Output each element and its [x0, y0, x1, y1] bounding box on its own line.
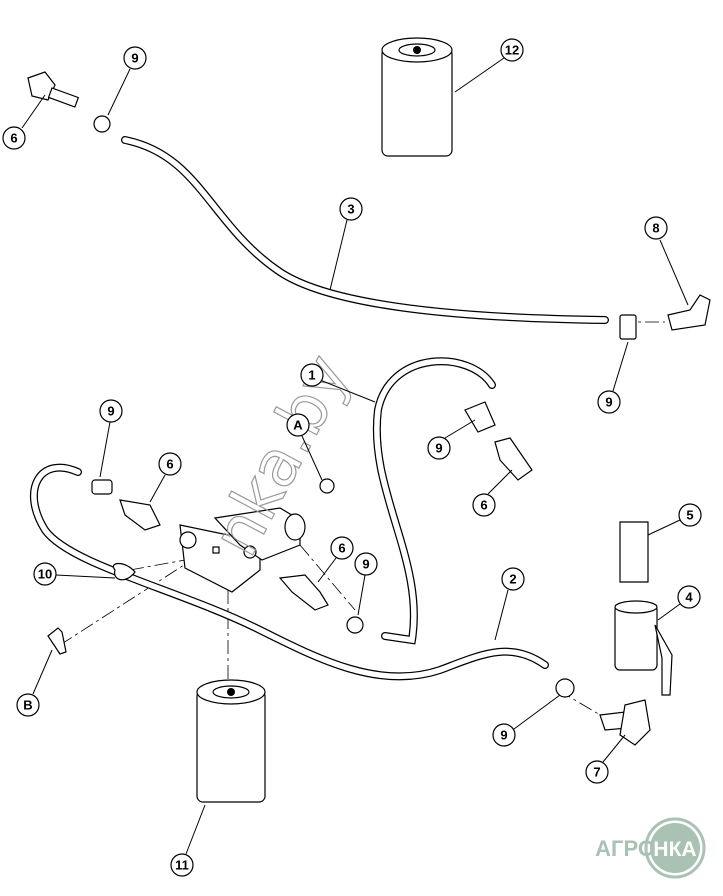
- callout-5: 5: [678, 503, 702, 527]
- watermark: nka.by: [199, 343, 365, 567]
- callout-9: 9: [427, 436, 451, 460]
- fuel-filter-11: [196, 679, 266, 803]
- callout-9: 9: [99, 399, 123, 423]
- callout-6: 6: [330, 536, 354, 560]
- svg-text:7: 7: [593, 765, 600, 780]
- svg-text:4: 4: [685, 590, 693, 605]
- svg-text:9: 9: [362, 557, 369, 572]
- callout-3: 3: [339, 197, 363, 221]
- svg-text:6: 6: [338, 541, 345, 556]
- callout-9: 9: [597, 390, 621, 414]
- callout-A: A: [286, 413, 310, 437]
- svg-text:8: 8: [652, 221, 659, 236]
- svg-text:9: 9: [435, 441, 442, 456]
- callout-8: 8: [644, 216, 668, 240]
- callout-9: 9: [123, 46, 147, 70]
- callout-B: B: [16, 693, 40, 717]
- svg-text:9: 9: [107, 404, 114, 419]
- svg-text:9: 9: [605, 395, 612, 410]
- callout-1: 1: [300, 363, 324, 387]
- svg-text:6: 6: [10, 131, 17, 146]
- svg-text:НКА: НКА: [653, 838, 696, 861]
- svg-text:12: 12: [505, 43, 519, 58]
- callout-6: 6: [472, 493, 496, 517]
- callout-11: 11: [170, 853, 194, 877]
- callout-9: 9: [492, 723, 516, 747]
- svg-text:A: A: [293, 418, 303, 433]
- callout-4: 4: [677, 585, 701, 609]
- svg-text:1: 1: [308, 368, 315, 383]
- agronka-logo: АГРО НКА: [595, 817, 706, 879]
- filter-head: [179, 507, 306, 593]
- callout-6: 6: [158, 452, 182, 476]
- svg-text:АГРО: АГРО: [595, 836, 655, 861]
- callout-10: 10: [33, 562, 57, 586]
- svg-text:11: 11: [175, 858, 189, 873]
- svg-text:6: 6: [480, 498, 487, 513]
- svg-text:2: 2: [509, 572, 516, 587]
- callout-9: 9: [354, 552, 378, 576]
- callout-7: 7: [585, 760, 609, 784]
- svg-text:9: 9: [131, 51, 138, 66]
- hose-2: [30, 463, 549, 681]
- callout-2: 2: [501, 567, 525, 591]
- svg-text:9: 9: [500, 728, 507, 743]
- svg-text:3: 3: [347, 202, 354, 217]
- callout-12: 12: [500, 38, 524, 62]
- hose-1: [372, 357, 496, 645]
- hose-3: [121, 136, 609, 324]
- svg-text:6: 6: [166, 457, 173, 472]
- svg-text:10: 10: [38, 567, 52, 582]
- leader-lines: [21, 57, 689, 855]
- callout-6: 6: [2, 126, 26, 150]
- svg-text:5: 5: [686, 508, 693, 523]
- svg-text:B: B: [23, 698, 32, 713]
- fuel-filter-12: [381, 37, 453, 157]
- fittings: [27, 71, 711, 746]
